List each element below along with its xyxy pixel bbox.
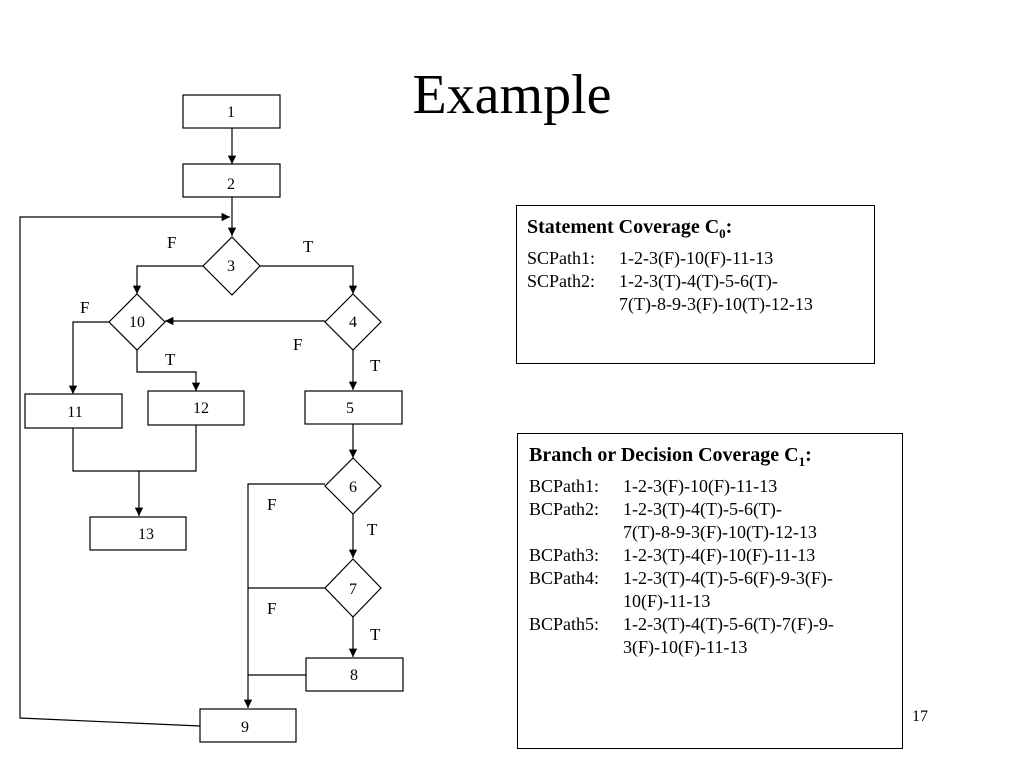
node-1-label: 1 [227, 104, 235, 121]
node-5: 5 [304, 390, 403, 425]
node-8-label: 8 [350, 667, 358, 684]
statement-coverage-title-suffix: : [725, 216, 733, 238]
edge-label-6-9: F [267, 495, 276, 514]
node-11: 11 [24, 393, 123, 429]
edge-11-13 [72, 428, 144, 516]
sc-path-row: SCPath2: 1-2-3(T)-4(T)-5-6(T)- 7(T)-8-9-3… [527, 270, 864, 316]
path-sequence: 1-2-3(F)-10(F)-11-13 [623, 475, 892, 498]
path-label: BCPath1: [529, 476, 600, 496]
edge-label-7-8: T [370, 625, 381, 644]
edge-3-10 [132, 265, 203, 294]
node-8: 8 [305, 657, 404, 692]
node-3: 3 [202, 236, 261, 296]
node-13: 13 [89, 516, 187, 551]
path-line: 7(T)-8-9-3(F)-10(T)-12-13 [623, 522, 817, 542]
node-4: 4 [324, 293, 382, 351]
node-2-label: 2 [227, 176, 235, 193]
node-7-label: 7 [349, 581, 357, 598]
bc-path-row: BCPath4: 1-2-3(T)-4(T)-5-6(F)-9-3(F)- 10(… [529, 567, 892, 613]
node-4-label: 4 [349, 314, 357, 331]
edge-6-9 [243, 483, 325, 708]
edge-12-13 [139, 425, 197, 472]
sc-path-row: SCPath1: 1-2-3(F)-10(F)-11-13 [527, 247, 864, 270]
node-7: 7 [324, 558, 382, 618]
path-label: BCPath2: [529, 499, 600, 519]
path-line: 1-2-3(F)-10(F)-11-13 [619, 248, 774, 268]
node-12: 12 [147, 390, 245, 426]
node-1: 1 [182, 94, 281, 129]
node-12-label: 12 [193, 400, 209, 417]
edge-10-12 [136, 349, 201, 391]
node-6-label: 6 [349, 479, 357, 496]
path-label: SCPath2: [527, 271, 596, 291]
path-line: 1-2-3(F)-10(F)-11-13 [623, 476, 778, 496]
statement-coverage-title-sub: 0 [719, 226, 726, 241]
statement-coverage-title-text: Statement Coverage C [527, 216, 720, 238]
path-sequence: 1-2-3(T)-4(F)-10(F)-11-13 [623, 544, 892, 567]
path-label: BCPath5: [529, 614, 600, 634]
node-9: 9 [199, 708, 297, 743]
path-line: 1-2-3(T)-4(T)-5-6(T)- [623, 499, 782, 519]
page-number: 17 [912, 708, 928, 725]
edge-label-6-7: T [367, 520, 378, 539]
path-line: 3(F)-10(F)-11-13 [623, 637, 748, 657]
node-9-label: 9 [241, 719, 249, 736]
path-line: 7(T)-8-9-3(F)-10(T)-12-13 [619, 294, 813, 314]
path-sequence: 1-2-3(T)-4(T)-5-6(F)-9-3(F)- 10(F)-11-13 [623, 567, 892, 613]
statement-coverage-title: Statement Coverage C0: [527, 214, 864, 247]
node-10: 10 [108, 293, 166, 351]
branch-coverage-title-sub: 1 [798, 454, 806, 469]
statement-coverage-box: Statement Coverage C0: SCPath1: 1-2-3(F)… [516, 205, 875, 364]
path-line: 10(F)-11-13 [623, 591, 711, 611]
branch-coverage-title-suffix: : [805, 444, 812, 466]
path-line: 1-2-3(T)-4(T)-5-6(T)-7(F)-9- [623, 614, 834, 634]
path-line: 1-2-3(T)-4(T)-5-6(T)- [619, 271, 778, 291]
slide-title: Example [412, 64, 612, 126]
branch-coverage-title: Branch or Decision Coverage C1: [529, 442, 892, 475]
bc-path-row: BCPath2: 1-2-3(T)-4(T)-5-6(T)- 7(T)-8-9-3… [529, 498, 892, 544]
edge-3-4 [260, 265, 358, 294]
path-sequence: 1-2-3(T)-4(T)-5-6(T)-7(F)-9- 3(F)-10(F)-1… [623, 613, 892, 659]
path-label: SCPath1: [527, 248, 596, 268]
bc-path-row: BCPath1: 1-2-3(F)-10(F)-11-13 [529, 475, 892, 498]
node-11-label: 11 [67, 404, 82, 421]
edge-label-4-10: F [293, 335, 302, 354]
path-line: 1-2-3(T)-4(F)-10(F)-11-13 [623, 545, 816, 565]
node-2: 2 [182, 163, 281, 198]
path-line: 1-2-3(T)-4(T)-5-6(F)-9-3(F)- [623, 568, 833, 588]
node-5-label: 5 [346, 400, 354, 417]
path-sequence: 1-2-3(F)-10(F)-11-13 [619, 247, 864, 270]
edge-label-4-5: T [370, 356, 381, 375]
edge-label-7-9: F [267, 599, 276, 618]
path-label: BCPath4: [529, 568, 600, 588]
edge-label-3-4: T [303, 237, 314, 256]
edge-9-3 [19, 212, 230, 727]
edge-label-10-12: T [165, 350, 176, 369]
edge-label-10-11: F [80, 298, 89, 317]
node-13-label: 13 [138, 526, 154, 543]
node-6: 6 [324, 457, 382, 515]
branch-coverage-title-text: Branch or Decision Coverage C [529, 444, 799, 466]
node-3-label: 3 [227, 258, 235, 275]
edge-10-11 [68, 321, 110, 394]
path-sequence: 1-2-3(T)-4(T)-5-6(T)- 7(T)-8-9-3(F)-10(T)… [619, 270, 864, 316]
bc-path-row: BCPath3: 1-2-3(T)-4(F)-10(F)-11-13 [529, 544, 892, 567]
path-sequence: 1-2-3(T)-4(T)-5-6(T)- 7(T)-8-9-3(F)-10(T)… [623, 498, 892, 544]
edge-label-3-10: F [167, 233, 176, 252]
node-10-label: 10 [129, 314, 145, 331]
path-label: BCPath3: [529, 545, 600, 565]
bc-path-row: BCPath5: 1-2-3(T)-4(T)-5-6(T)-7(F)-9- 3(F… [529, 613, 892, 659]
branch-coverage-box: Branch or Decision Coverage C1: BCPath1:… [517, 433, 903, 749]
